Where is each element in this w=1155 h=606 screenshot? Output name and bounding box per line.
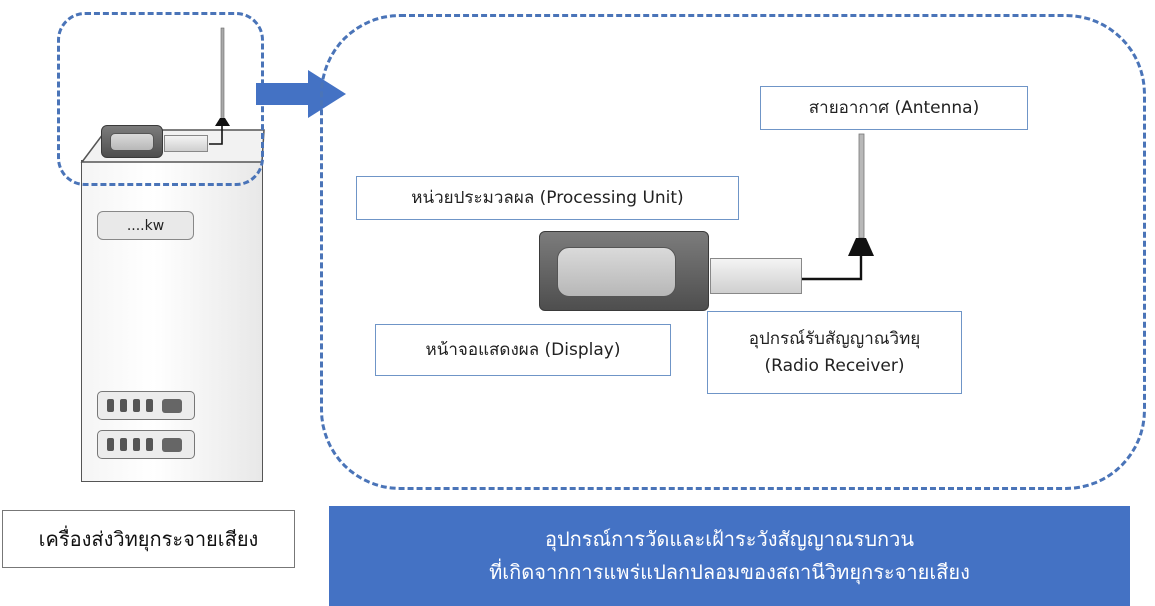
banner-line2: ที่เกิดจากการแพร่แปลกปลอมของสถานีวิทยุกร… [489,560,970,584]
indicator-led [146,399,153,412]
display-label-box: หน้าจอแสดงผล (Display) [375,324,671,376]
indicator-led [120,399,127,412]
receiver-label-line1: อุปกรณ์รับสัญญาณวิทยุ [748,329,921,350]
indicator-led [133,399,140,412]
processing-label-box: หน่วยประมวลผล (Processing Unit) [356,176,739,220]
indicator-button [162,437,182,452]
indicator-led [120,438,127,451]
indicator-button [162,398,182,413]
processing-label: หน่วยประมวลผล (Processing Unit) [411,187,684,208]
display-screen [557,247,676,297]
indicator-led [133,438,140,451]
display-label: หน้าจอแสดงผล (Display) [425,339,621,360]
control-panel-2 [97,430,195,459]
highlight-box [57,12,264,186]
antenna-icon [800,133,874,281]
radio-receiver-icon [710,258,802,294]
description-banner: อุปกรณ์การวัดและเฝ้าระวังสัญญาณรบกวน ที่… [329,506,1130,606]
small-radio-receiver-icon [164,135,208,152]
tower-caption-box: เครื่องส่งวิทยุกระจายเสียง [2,510,295,568]
processing-unit-icon [539,231,709,311]
small-processing-unit-icon [101,125,163,158]
indicator-led [107,438,114,451]
antenna-label: สายอากาศ (Antenna) [808,97,980,118]
antenna-label-box: สายอากาศ (Antenna) [760,86,1028,130]
receiver-label-box: อุปกรณ์รับสัญญาณวิทยุ (Radio Receiver) [707,311,962,394]
indicator-led [107,399,114,412]
indicator-led [146,438,153,451]
receiver-label-line2: (Radio Receiver) [764,355,905,376]
banner-line1: อุปกรณ์การวัดและเฝ้าระวังสัญญาณรบกวน [544,527,915,551]
power-label: ....kw [126,217,165,234]
power-display: ....kw [97,211,194,240]
small-antenna-icon [209,27,230,145]
control-panel-1 [97,391,195,420]
detail-box [320,14,1146,490]
tower-caption: เครื่องส่งวิทยุกระจายเสียง [38,526,259,551]
